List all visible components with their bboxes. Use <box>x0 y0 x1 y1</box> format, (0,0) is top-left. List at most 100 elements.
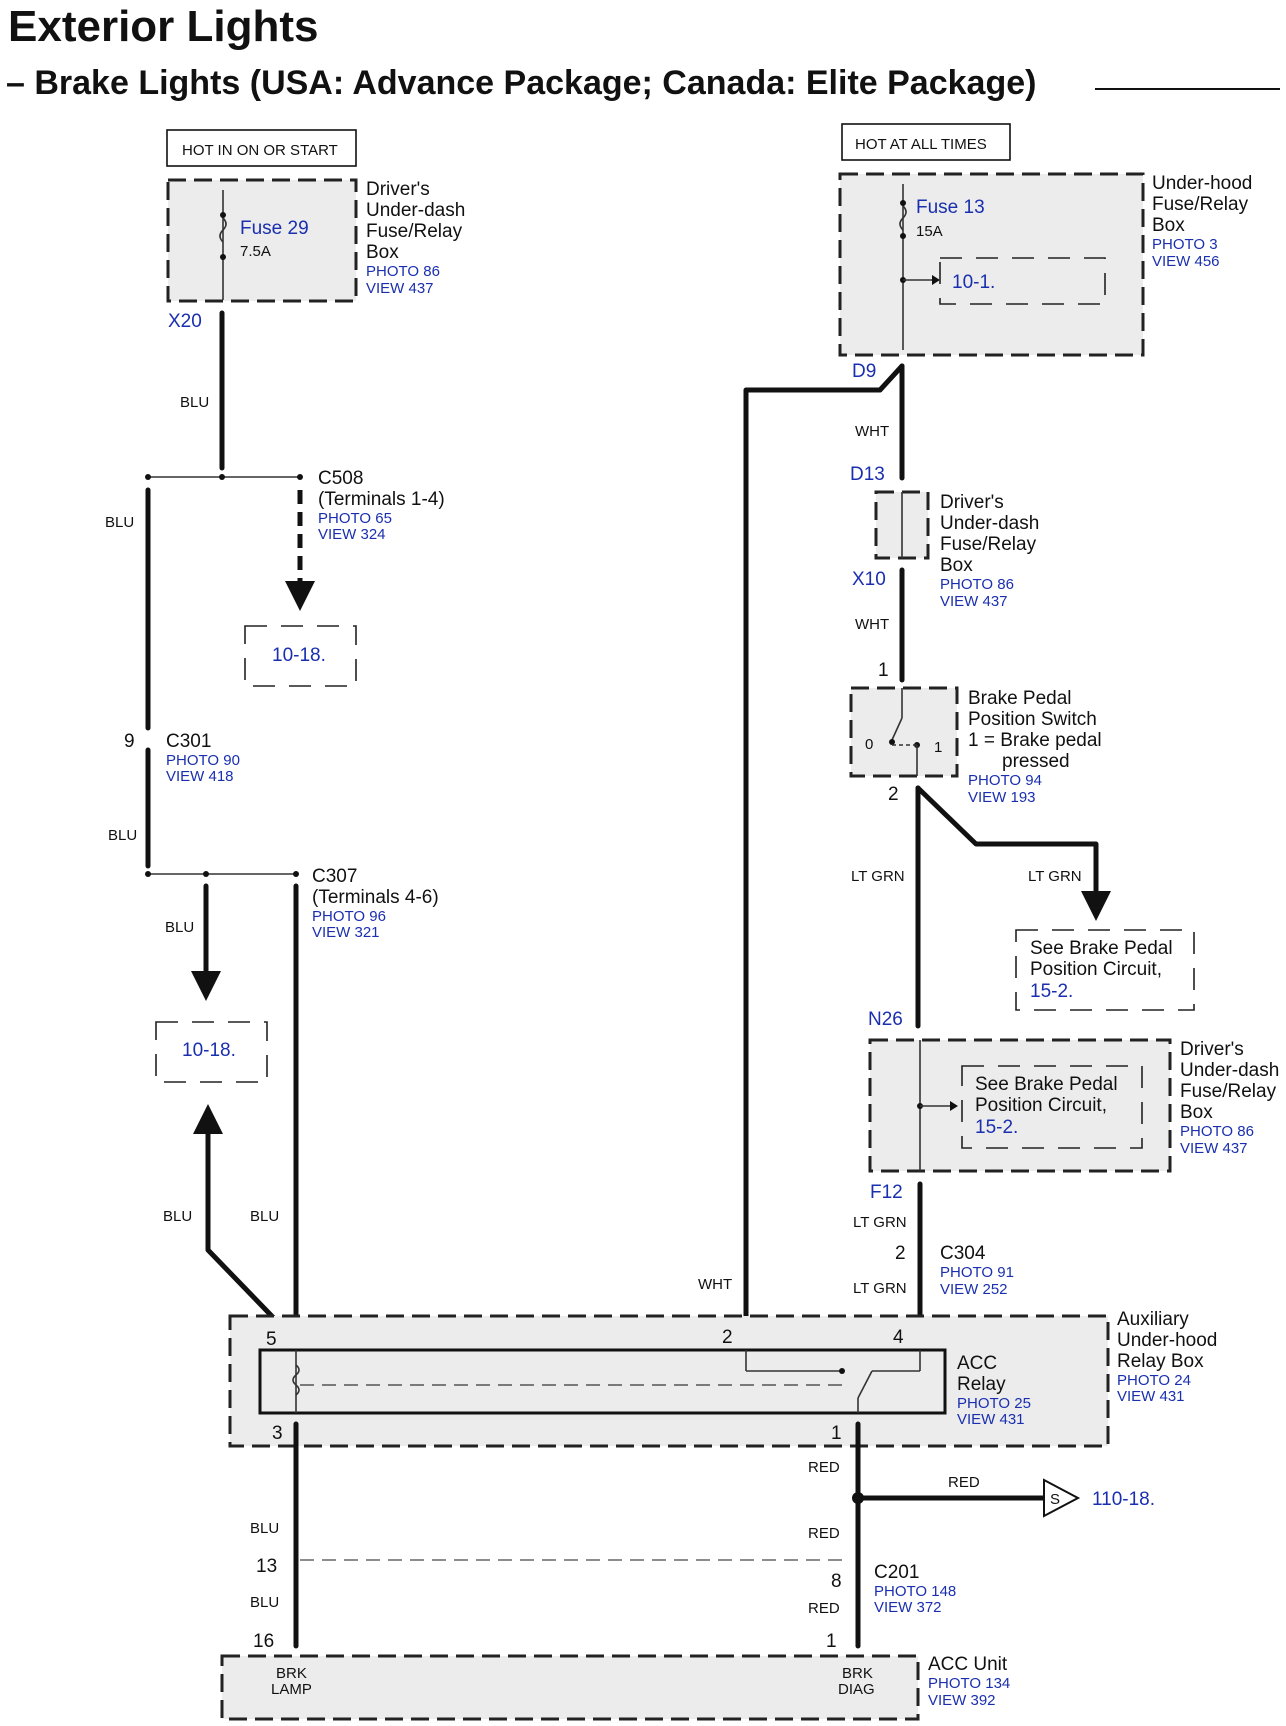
svg-text:PHOTO 86: PHOTO 86 <box>366 263 440 280</box>
svg-text:(Terminals 1-4): (Terminals 1-4) <box>318 489 445 510</box>
svg-text:VIEW 418: VIEW 418 <box>166 768 234 785</box>
ud-box-top-caption: Driver's Under-dash Fuse/Relay Box PHOTO… <box>366 179 465 297</box>
svg-text:Box: Box <box>1180 1102 1213 1123</box>
fuse13-label: Fuse 13 <box>916 197 985 218</box>
svg-text:BLU: BLU <box>105 514 134 531</box>
svg-text:2: 2 <box>895 1243 906 1264</box>
svg-text:VIEW 321: VIEW 321 <box>312 924 380 941</box>
svg-text:2: 2 <box>722 1327 733 1348</box>
c307-caption: C307 (Terminals 4-6) PHOTO 96 VIEW 321 <box>312 866 439 941</box>
ref-1018-a[interactable]: 10-18. <box>272 645 326 666</box>
svg-text:Under-dash: Under-dash <box>366 200 465 221</box>
svg-text:Position Switch: Position Switch <box>968 709 1097 730</box>
svg-text:BLU: BLU <box>163 1208 192 1225</box>
svg-text:0: 0 <box>865 736 873 753</box>
svg-text:Auxiliary: Auxiliary <box>1117 1309 1189 1330</box>
svg-text:BRK: BRK <box>276 1665 307 1682</box>
svg-text:Driver's: Driver's <box>940 492 1004 513</box>
pin-d9: D9 <box>852 361 876 382</box>
svg-text:Under-dash: Under-dash <box>1180 1060 1279 1081</box>
svg-text:2: 2 <box>888 784 899 805</box>
page-subtitle: – Brake Lights (USA: Advance Package; Ca… <box>6 64 1037 102</box>
brake-switch-caption: Brake Pedal Position Switch 1 = Brake pe… <box>968 688 1102 806</box>
svg-text:VIEW 437: VIEW 437 <box>940 593 1008 610</box>
svg-text:15-2.[interactable]: 15-2. <box>1030 981 1073 1002</box>
svg-text:Position Circuit,: Position Circuit, <box>975 1095 1107 1116</box>
svg-text:PHOTO 65: PHOTO 65 <box>318 510 392 527</box>
svg-text:PHOTO 94: PHOTO 94 <box>968 772 1042 789</box>
svg-text:C201: C201 <box>874 1562 919 1583</box>
svg-text:1: 1 <box>826 1631 837 1652</box>
svg-text:PHOTO 148: PHOTO 148 <box>874 1583 956 1600</box>
svg-text:See Brake Pedal: See Brake Pedal <box>1030 938 1173 959</box>
svg-text:PHOTO 91: PHOTO 91 <box>940 1264 1014 1281</box>
ref-1018-b[interactable]: 10-18. <box>182 1040 236 1061</box>
svg-text:S: S <box>1050 1491 1060 1508</box>
aux-box-caption: Auxiliary Under-hood Relay Box PHOTO 24 … <box>1117 1309 1217 1405</box>
svg-text:Driver's: Driver's <box>366 179 430 200</box>
svg-text:(Terminals 4-6): (Terminals 4-6) <box>312 887 439 908</box>
svg-text:Relay: Relay <box>957 1374 1006 1395</box>
svg-text:Fuse/Relay: Fuse/Relay <box>1152 194 1249 215</box>
svg-text:Box: Box <box>366 242 399 263</box>
svg-text:ACC: ACC <box>957 1353 997 1374</box>
svg-text:1: 1 <box>878 660 889 681</box>
pin-x10: X10 <box>852 569 886 590</box>
svg-text:1: 1 <box>934 739 942 756</box>
fuse-relay-box-mid <box>874 490 930 560</box>
fuse29-label: Fuse 29 <box>240 218 309 239</box>
c304-caption: 2 C304 PHOTO 91 VIEW 252 <box>895 1243 1014 1298</box>
ref-10-1[interactable]: 10-1. <box>952 272 995 293</box>
svg-text:HOT AT ALL TIMES: HOT AT ALL TIMES <box>855 136 987 153</box>
wire-blu-relay-ref-up <box>193 1104 296 1341</box>
svg-text:BRK: BRK <box>842 1665 873 1682</box>
svg-text:BLU: BLU <box>165 919 194 936</box>
svg-text:Under-hood: Under-hood <box>1152 173 1252 194</box>
svg-text:C304: C304 <box>940 1243 986 1264</box>
pin-f12: F12 <box>870 1182 903 1203</box>
svg-text:16: 16 <box>253 1631 274 1652</box>
svg-text:9: 9 <box>124 731 135 752</box>
svg-text:PHOTO 86: PHOTO 86 <box>1180 1123 1254 1140</box>
acc-relay <box>258 1348 947 1415</box>
ref-110-18[interactable]: 110-18. <box>1092 1489 1155 1510</box>
acc-relay-caption: ACC Relay PHOTO 25 VIEW 431 <box>957 1353 1031 1428</box>
fuse-relay-box-underhood: Fuse 13 15A 10-1. <box>838 172 1145 357</box>
svg-text:3: 3 <box>272 1423 283 1444</box>
svg-text:RED: RED <box>948 1474 980 1491</box>
fuse-relay-box-low: See Brake Pedal Position Circuit, 15-2. <box>868 1038 1172 1173</box>
wire-wht-d9-relay <box>743 363 905 1341</box>
ud-box-mid-caption: Driver's Under-dash Fuse/Relay Box PHOTO… <box>940 492 1039 610</box>
svg-text:15-2.[interactable]: 15-2. <box>975 1117 1018 1138</box>
svg-text:pressed: pressed <box>1002 751 1070 772</box>
fuse13-rating: 15A <box>916 223 943 240</box>
left-supply-label: HOT IN ON OR START <box>166 129 357 167</box>
svg-text:Box: Box <box>940 555 973 576</box>
ref-box-1018-b <box>155 1021 268 1083</box>
svg-text:BLU: BLU <box>108 827 137 844</box>
svg-text:Under-dash: Under-dash <box>940 513 1039 534</box>
svg-text:ACC Unit: ACC Unit <box>928 1654 1008 1675</box>
svg-text:5: 5 <box>266 1329 277 1350</box>
page-title: Exterior Lights <box>8 2 319 51</box>
svg-text:Brake Pedal: Brake Pedal <box>968 688 1072 709</box>
svg-text:Fuse/Relay: Fuse/Relay <box>366 221 463 242</box>
svg-text:LT GRN: LT GRN <box>853 1214 907 1231</box>
svg-text:VIEW 437: VIEW 437 <box>1180 1140 1248 1157</box>
svg-text:Position Circuit,: Position Circuit, <box>1030 959 1162 980</box>
svg-text:VIEW 431: VIEW 431 <box>1117 1388 1185 1405</box>
svg-text:13: 13 <box>256 1556 277 1577</box>
svg-text:4: 4 <box>893 1327 904 1348</box>
svg-text:PHOTO 96: PHOTO 96 <box>312 908 386 925</box>
pin-d13: D13 <box>850 464 885 485</box>
svg-text:VIEW 392: VIEW 392 <box>928 1692 996 1709</box>
svg-text:PHOTO 24: PHOTO 24 <box>1117 1372 1191 1389</box>
acc-relay-internals <box>292 1350 921 1413</box>
svg-text:HOT IN ON OR START: HOT IN ON OR START <box>182 142 338 159</box>
svg-text:DIAG: DIAG <box>838 1681 875 1698</box>
svg-text:C301: C301 <box>166 731 211 752</box>
svg-text:PHOTO 86: PHOTO 86 <box>940 576 1014 593</box>
svg-text:BLU: BLU <box>250 1208 279 1225</box>
svg-text:VIEW 456: VIEW 456 <box>1152 253 1220 270</box>
